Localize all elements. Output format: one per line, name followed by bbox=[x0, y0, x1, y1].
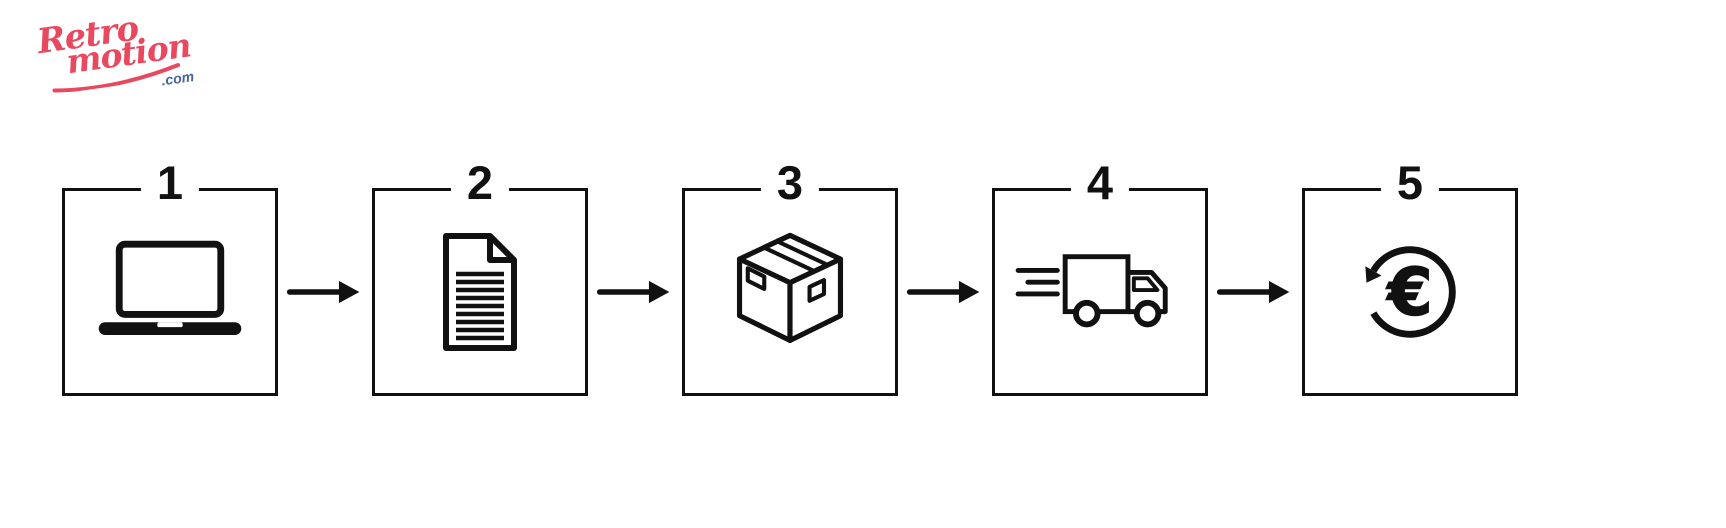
step-number: 4 bbox=[1070, 159, 1130, 207]
package-icon bbox=[736, 232, 844, 343]
step-number: 5 bbox=[1380, 159, 1440, 207]
arrow-right-icon bbox=[596, 280, 670, 304]
flow-connector bbox=[588, 271, 682, 313]
step-number: 3 bbox=[760, 159, 820, 207]
step-box-1: 1 bbox=[62, 159, 278, 396]
arrow-right-icon bbox=[906, 280, 980, 304]
step-box-2: 2 bbox=[372, 159, 588, 396]
logo-swoosh bbox=[52, 63, 181, 93]
arrow-right-icon bbox=[1216, 280, 1290, 304]
document-icon bbox=[443, 233, 517, 351]
retromotion-logo: Retro motion .com bbox=[35, 3, 204, 103]
step-box-4: 4 bbox=[992, 159, 1208, 396]
euro-refund-icon: € bbox=[1365, 246, 1456, 338]
step-number: 2 bbox=[450, 159, 510, 207]
svg-text:€: € bbox=[1385, 256, 1432, 331]
arrow-right-icon bbox=[286, 280, 360, 304]
process-flow: 1 2 bbox=[62, 159, 1518, 396]
step-box-3: 3 bbox=[682, 159, 898, 396]
flow-connector bbox=[1208, 271, 1302, 313]
laptop-icon bbox=[98, 240, 242, 335]
delivery-truck-icon bbox=[1015, 253, 1168, 327]
flow-connector bbox=[898, 271, 992, 313]
step-box-5: 5 € bbox=[1302, 159, 1518, 396]
flow-connector bbox=[278, 271, 372, 313]
step-number: 1 bbox=[140, 159, 200, 207]
